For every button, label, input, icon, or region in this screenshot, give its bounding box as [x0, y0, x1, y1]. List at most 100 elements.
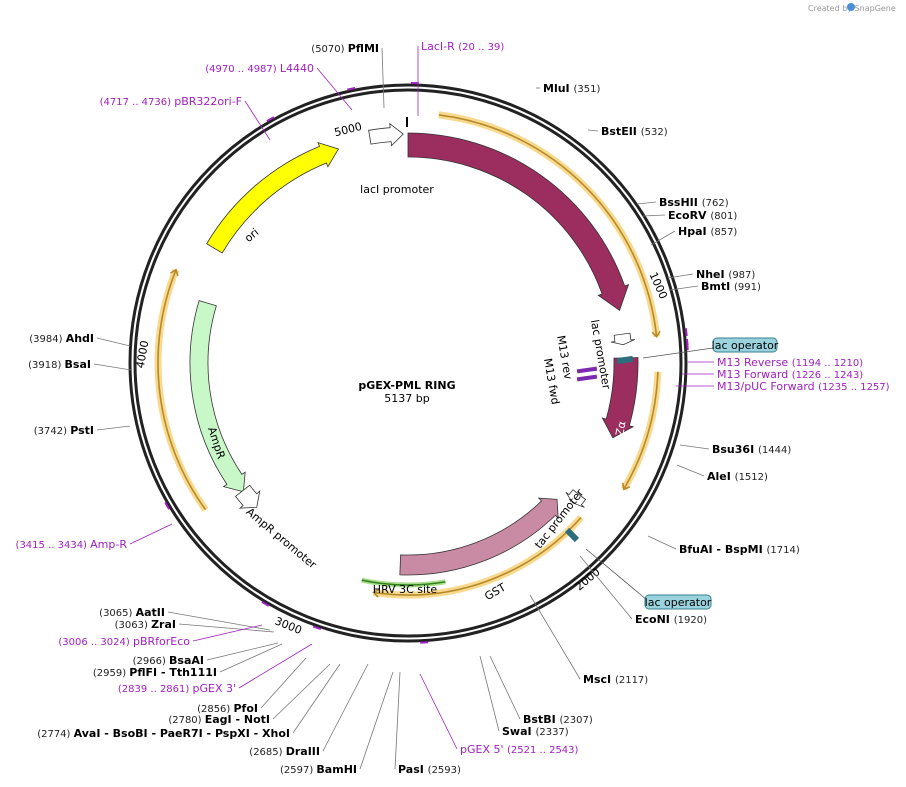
primer-label: (4717 .. 4736) pBR322ori-F	[100, 95, 242, 108]
primer-mark	[164, 501, 171, 510]
feature-arrow-laci-promoter[interactable]	[368, 122, 404, 147]
feature-arrow-ampr-promoter[interactable]	[234, 484, 261, 509]
site-label: (2774) AvaI - BsoBI - PaeR7I - PspXI - X…	[37, 727, 290, 740]
lac-operator-1[interactable]: lac operator	[642, 337, 779, 359]
feature-arrow-ori[interactable]	[206, 142, 340, 254]
site-label: (5070) PflMI	[311, 42, 379, 55]
feature-label-hrv-3c-site: HRV 3C site	[373, 583, 438, 596]
site-leader	[359, 671, 394, 770]
site-leader	[489, 655, 521, 720]
orf-arc-gst-head	[372, 588, 380, 598]
primer-leader	[129, 523, 173, 545]
site-label: MscI (2117)	[583, 673, 648, 686]
feature-arrow-lac-promoter[interactable]	[610, 332, 635, 346]
snapgene-watermark: Created by SnapGene	[808, 3, 896, 13]
backbone-inner-ring	[133, 88, 683, 638]
lac-operator-2-leader	[585, 548, 648, 601]
lac-operator-2-box	[644, 594, 712, 610]
site-leader	[642, 214, 666, 217]
primer-label: M13 Reverse (1194 .. 1210)	[717, 356, 863, 369]
site-label: (2856) PfoI	[197, 702, 258, 715]
m13-fwd-mark	[576, 374, 598, 382]
primer-leader	[419, 673, 458, 750]
primer-label: (2839 .. 2861) pGEX 3'	[118, 682, 236, 695]
site-leader	[650, 230, 676, 246]
site-leader	[96, 425, 131, 431]
primer-leader	[192, 624, 263, 642]
site-leader	[272, 663, 331, 720]
primers-outside: LacI-R (20 .. 39)(4970 .. 4987) L4440(47…	[16, 40, 890, 756]
site-leader	[260, 657, 307, 709]
site-leader	[579, 555, 633, 620]
orf-arc-laci-head	[651, 330, 661, 338]
site-leader	[394, 671, 401, 770]
site-label: SwaI (2337)	[502, 725, 569, 738]
orf-arc-lacza-head	[622, 482, 631, 491]
site-label: (3918) BsaI	[28, 358, 91, 371]
site-leader	[647, 535, 677, 550]
site-label: EcoNI (1920)	[635, 613, 707, 626]
site-leader	[676, 464, 705, 477]
site-label: (3065) AatII	[99, 606, 165, 619]
primer-label: (4970 .. 4987) L4440	[205, 62, 314, 75]
snapgene-logo-icon	[847, 3, 855, 11]
feature-label-lac-promoter: lac promoter	[588, 319, 613, 391]
feature-label-laci-promoter: lacI promoter	[360, 183, 434, 196]
orf-arc-lacza	[623, 371, 659, 490]
site-label: BstEII (532)	[601, 125, 668, 138]
plasmid-length: 5137 bp	[384, 392, 429, 405]
plasmid-name: pGEX-PML RING	[358, 379, 455, 392]
orf-arc-ampr	[157, 269, 207, 511]
feature-arrow-lacza[interactable]	[601, 357, 639, 439]
site-label: PasI (2593)	[398, 763, 461, 776]
site-label: (2597) BamHI	[280, 763, 357, 776]
site-label: (3742) PstI	[34, 424, 94, 437]
primer-leader	[244, 100, 271, 141]
site-label: BssHII (762)	[659, 196, 729, 209]
primer-leader	[238, 643, 313, 689]
lac-operator-2-label: lac operator	[645, 596, 712, 609]
lac-operator-1-mark	[616, 355, 634, 365]
feature-arrow-ampr[interactable]	[189, 300, 246, 493]
tick-4000: 4000	[134, 339, 152, 369]
site-leader	[479, 655, 500, 732]
primer-label: (3415 .. 3434) Amp-R	[16, 538, 128, 551]
primer-mark	[312, 625, 322, 631]
feature-label-ori: ori	[242, 226, 261, 245]
feature-arrow-tac-promoter[interactable]	[565, 489, 587, 508]
lac-operator-1-box	[712, 337, 778, 353]
site-leader	[178, 623, 275, 633]
site-leader	[636, 201, 657, 205]
site-label: (2685) DraIII	[249, 745, 320, 758]
site-leader	[381, 47, 385, 109]
lac-operator-1-label: lac operator	[712, 339, 779, 352]
site-label: (3063) ZraI	[115, 618, 176, 631]
feature-arrows	[189, 122, 639, 576]
site-label: BstBI (2307)	[523, 713, 593, 726]
site-label: (2780) EagI - NotI	[168, 713, 270, 726]
feature-arrow-laci[interactable]	[407, 132, 630, 312]
lac-operator-2-mark	[564, 527, 580, 543]
site-label: EcoRV (801)	[668, 209, 737, 222]
primer-label: (3006 .. 3024) pBRforEco	[58, 635, 190, 648]
primer-mark	[266, 116, 275, 122]
primer-leader	[316, 67, 353, 111]
site-leader	[206, 642, 279, 661]
lac-operator-1-leader	[642, 347, 714, 359]
orf-arcs	[154, 111, 662, 599]
site-label: (2966) BsaAI	[133, 654, 204, 667]
feature-label-ampr-promoter: AmpR promoter	[244, 505, 320, 571]
lac-operator-2[interactable]: lac operator	[585, 548, 712, 610]
site-leader	[587, 129, 599, 132]
m13-rev-mark	[576, 366, 598, 374]
site-leader	[669, 285, 699, 291]
site-leader	[322, 663, 369, 752]
feature-arrow-gst[interactable]	[399, 497, 559, 576]
orf-arc-gst	[373, 516, 582, 596]
orf-arc-laci	[438, 114, 658, 337]
site-label: NheI (987)	[696, 268, 755, 281]
orf-arc-ampr-head	[170, 268, 179, 277]
primer-label: M13/pUC Forward (1235 .. 1257)	[717, 380, 890, 393]
site-label: AleI (1512)	[707, 470, 768, 483]
